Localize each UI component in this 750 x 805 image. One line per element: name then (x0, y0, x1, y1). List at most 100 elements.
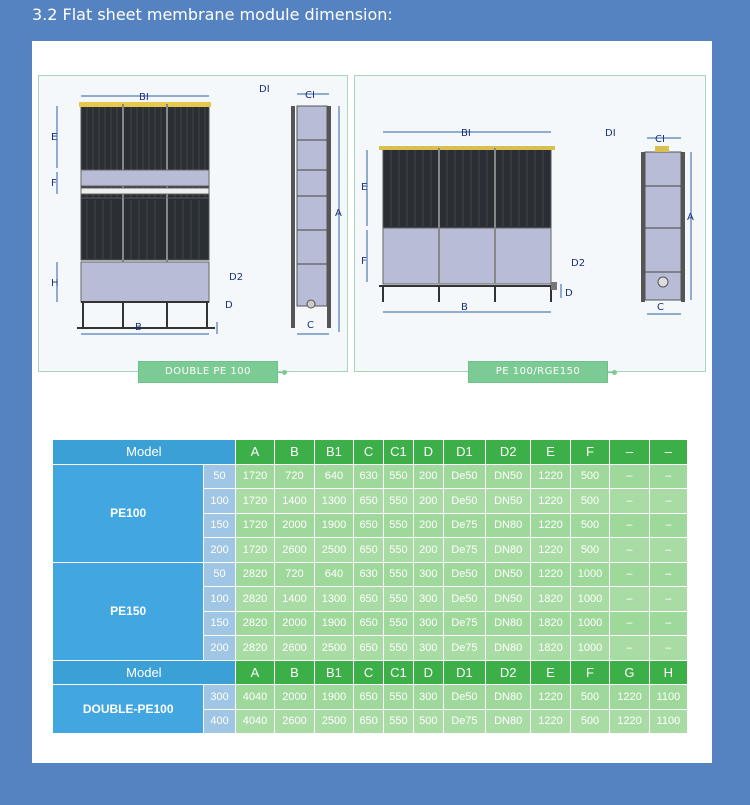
value-cell: 550 (384, 562, 413, 586)
value-cell: 4040 (235, 709, 275, 733)
value-cell: 550 (384, 513, 413, 537)
single-module-front-view (379, 146, 557, 302)
value-cell: – (649, 489, 687, 513)
svg-text:H: H (51, 278, 59, 289)
value-cell: – (649, 513, 687, 537)
pe100-rge150-label-connector (608, 372, 614, 373)
value-cell: 650 (354, 611, 384, 635)
value-cell: 2000 (275, 685, 314, 709)
value-cell: 550 (384, 538, 413, 562)
size-cell: 200 (204, 538, 235, 562)
header-cell: B1 (314, 660, 354, 684)
svg-text:BI: BI (139, 92, 149, 103)
dimension-lines (56, 93, 340, 335)
value-cell: 1300 (314, 489, 354, 513)
value-cell: 200 (413, 464, 443, 488)
value-cell: DN50 (486, 562, 531, 586)
size-cell: 50 (204, 464, 235, 488)
value-cell: 640 (314, 562, 354, 586)
header-cell: D (413, 440, 443, 464)
header-cell: Model (53, 660, 235, 684)
size-cell: 100 (204, 587, 235, 611)
value-cell: 200 (413, 538, 443, 562)
value-cell: 650 (354, 513, 384, 537)
svg-text:C: C (307, 320, 314, 331)
header-cell: Model (53, 440, 235, 464)
value-cell: 500 (570, 513, 610, 537)
content-panel: BI B E F H A CI C DI D2 D DOUBLE PE 100 (32, 41, 712, 763)
pe100-rge150-label: PE 100/RGE150 (468, 361, 608, 383)
svg-text:CI: CI (305, 90, 315, 101)
value-cell: 1900 (314, 611, 354, 635)
value-cell: 500 (570, 489, 610, 513)
value-cell: 1220 (531, 489, 570, 513)
value-cell: DN80 (486, 685, 531, 709)
value-cell: 1000 (570, 636, 610, 660)
value-cell: 2500 (314, 636, 354, 660)
value-cell: – (610, 489, 649, 513)
value-cell: 1720 (235, 489, 275, 513)
header-cell: C (354, 440, 384, 464)
value-cell: DN80 (486, 709, 531, 733)
value-cell: DN80 (486, 636, 531, 660)
value-cell: 630 (354, 464, 384, 488)
value-cell: 1220 (531, 709, 570, 733)
header-cell: D2 (486, 440, 531, 464)
header-cell: – (610, 440, 649, 464)
value-cell: 200 (413, 489, 443, 513)
svg-text:BI: BI (461, 128, 471, 139)
size-cell: 150 (204, 611, 235, 635)
size-cell: 300 (204, 685, 235, 709)
value-cell: De75 (443, 636, 486, 660)
value-cell: – (649, 562, 687, 586)
value-cell: 1220 (531, 562, 570, 586)
svg-text:D: D (225, 300, 233, 311)
value-cell: – (610, 636, 649, 660)
value-cell: DN80 (486, 611, 531, 635)
table-header-row-2: Model A B B1 C C1 D D1 D2 E F G H (53, 660, 687, 684)
value-cell: 1900 (314, 513, 354, 537)
header-cell: C1 (384, 660, 413, 684)
value-cell: 1720 (235, 464, 275, 488)
value-cell: 1100 (649, 685, 687, 709)
size-cell: 400 (204, 709, 235, 733)
model-group-cell: PE150 (53, 562, 204, 660)
pe100-rge150-label-dot (612, 370, 617, 375)
svg-text:DI: DI (259, 84, 270, 95)
value-cell: 300 (413, 636, 443, 660)
single-module-side-view (641, 146, 685, 302)
svg-text:F: F (361, 256, 367, 267)
value-cell: 300 (413, 611, 443, 635)
header-cell: A (235, 660, 275, 684)
model-group-cell: PE100 (53, 464, 204, 562)
svg-text:B: B (135, 322, 142, 333)
double-pe100-label-dot (282, 370, 287, 375)
value-cell: 2600 (275, 636, 314, 660)
value-cell: 650 (354, 489, 384, 513)
value-cell: – (610, 513, 649, 537)
svg-text:DI: DI (605, 128, 616, 139)
value-cell: 2000 (275, 513, 314, 537)
double-pe100-drawing: BI B E F H A CI C DI D2 D (51, 84, 342, 335)
value-cell: 1220 (531, 464, 570, 488)
value-cell: 630 (354, 562, 384, 586)
value-cell: DN50 (486, 587, 531, 611)
value-cell: 300 (413, 562, 443, 586)
double-pe100-diagram: BI B E F H A CI C DI D2 D (38, 75, 348, 372)
value-cell: 1220 (531, 538, 570, 562)
value-cell: De75 (443, 709, 486, 733)
value-cell: DN50 (486, 464, 531, 488)
value-cell: 1400 (275, 587, 314, 611)
value-cell: – (649, 464, 687, 488)
value-cell: 1000 (570, 587, 610, 611)
value-cell: 500 (570, 709, 610, 733)
value-cell: 2820 (235, 611, 275, 635)
pe100-rge150-drawing: BI B E F A CI C DI D2 D (361, 128, 694, 315)
header-cell: E (531, 660, 570, 684)
